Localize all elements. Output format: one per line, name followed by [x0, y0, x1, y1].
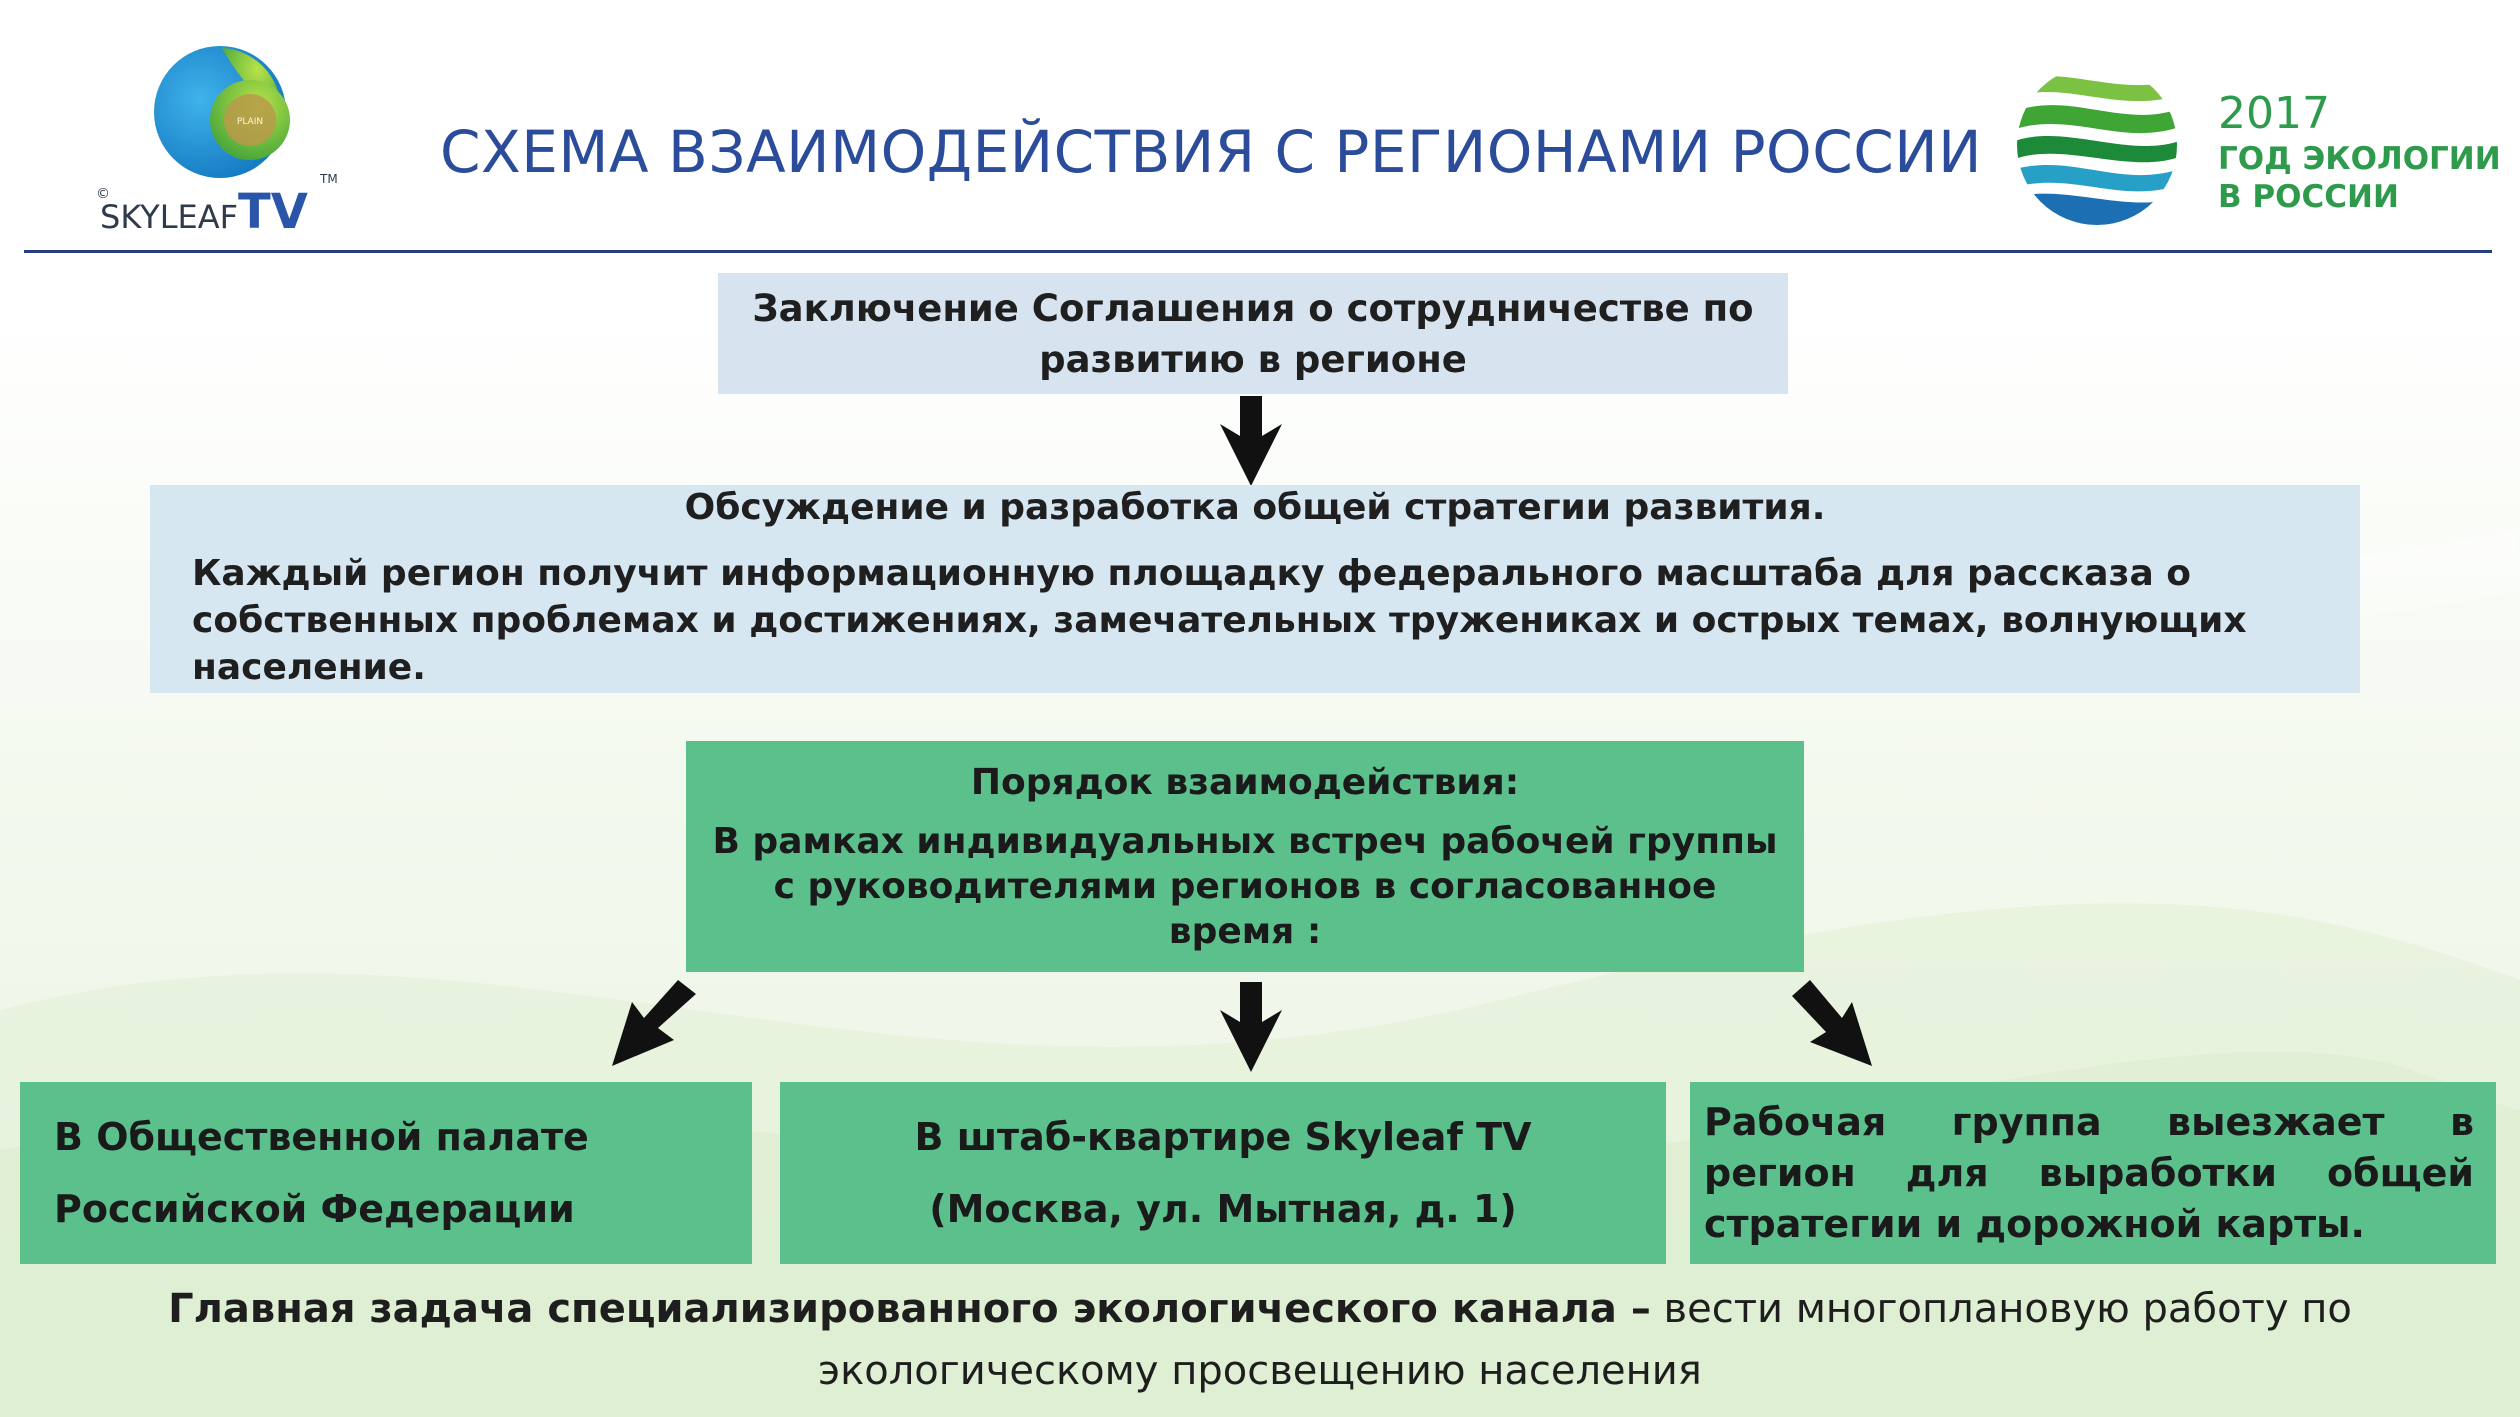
option-headquarters-box: В штаб-квартире Skyleaf TV (Москва, ул. … — [780, 1082, 1666, 1264]
option-public-chamber-line1: В Общественной палате — [54, 1115, 589, 1159]
option-public-chamber-box: В Общественной палате Российской Федерац… — [20, 1082, 752, 1264]
svg-text:PLAIN: PLAIN — [237, 117, 263, 127]
main-goal-line2: экологическому просвещению населения — [818, 1348, 1702, 1394]
step-strategy-box: Обсуждение и разработка общей стратегии … — [150, 485, 2360, 693]
main-goal-bold: Главная задача специализированного эколо… — [168, 1286, 1651, 1332]
down-right-arrow-icon — [1792, 980, 1872, 1066]
step-agreement-line2: развитию в регионе — [1039, 337, 1467, 381]
skyleaf-tv-text: TV — [238, 184, 308, 240]
option-field-visit-text: Рабочая группа выезжает в регион для выр… — [1704, 1099, 2474, 1246]
eco-year-line1: ГОД ЭКОЛОГИИ — [2218, 141, 2501, 177]
main-goal-rest: вести многоплановую работу по — [1650, 1286, 2352, 1332]
copyright-mark: © — [96, 186, 110, 202]
step-procedure-line2: с руководителями регионов в согласованно… — [773, 865, 1717, 907]
skyleaf-wordmark: SKYLEAFTV — [100, 184, 308, 240]
step-procedure-box: Порядок взаимодействия: В рамках индивид… — [686, 741, 1804, 972]
step-procedure-line3: время : — [1168, 910, 1322, 952]
eco-year-globe-icon — [2017, 65, 2177, 225]
main-goal-line1: Главная задача специализированного эколо… — [120, 1278, 2400, 1340]
option-public-chamber-line2: Российской Федерации — [54, 1187, 575, 1231]
option-headquarters-line2: (Москва, ул. Мытная, д. 1) — [929, 1187, 1517, 1231]
step-strategy-text: Каждый регион получит информационную пло… — [192, 553, 2247, 688]
step-procedure-heading: Порядок взаимодействия: — [970, 761, 1520, 803]
eco-year: 2017 — [2218, 88, 2330, 139]
trademark-mark: TM — [320, 172, 338, 186]
step-strategy-heading: Обсуждение и разработка общей стратегии … — [684, 487, 1826, 528]
option-field-visit-box: Рабочая группа выезжает в регион для выр… — [1690, 1082, 2496, 1264]
eco-year-line2: В РОССИИ — [2218, 179, 2399, 215]
down-arrow-icon — [1220, 982, 1282, 1072]
down-left-arrow-icon — [612, 980, 696, 1066]
skyleaf-logo: PLAIN © TM — [90, 40, 360, 230]
option-headquarters-line1: В штаб-квартире Skyleaf TV — [914, 1115, 1532, 1159]
step-agreement-line1: Заключение Соглашения о сотрудничестве п… — [752, 286, 1754, 330]
step-agreement-box: Заключение Соглашения о сотрудничестве п… — [718, 273, 1788, 394]
header-divider — [24, 250, 2492, 253]
skyleaf-logo-icon: PLAIN — [154, 46, 290, 178]
eco-year-label: 2017 ГОД ЭКОЛОГИИ В РОССИИ — [2218, 88, 2501, 216]
page-title: СХЕМА ВЗАИМОДЕЙСТВИЯ С РЕГИОНАМИ РОССИИ — [440, 118, 1982, 186]
skyleaf-brand-text: SKYLEAF — [100, 198, 239, 236]
down-arrow-icon — [1220, 396, 1282, 486]
main-goal-text: Главная задача специализированного эколо… — [120, 1278, 2400, 1402]
step-procedure-line1: В рамках индивидуальных встреч рабочей г… — [712, 820, 1778, 862]
